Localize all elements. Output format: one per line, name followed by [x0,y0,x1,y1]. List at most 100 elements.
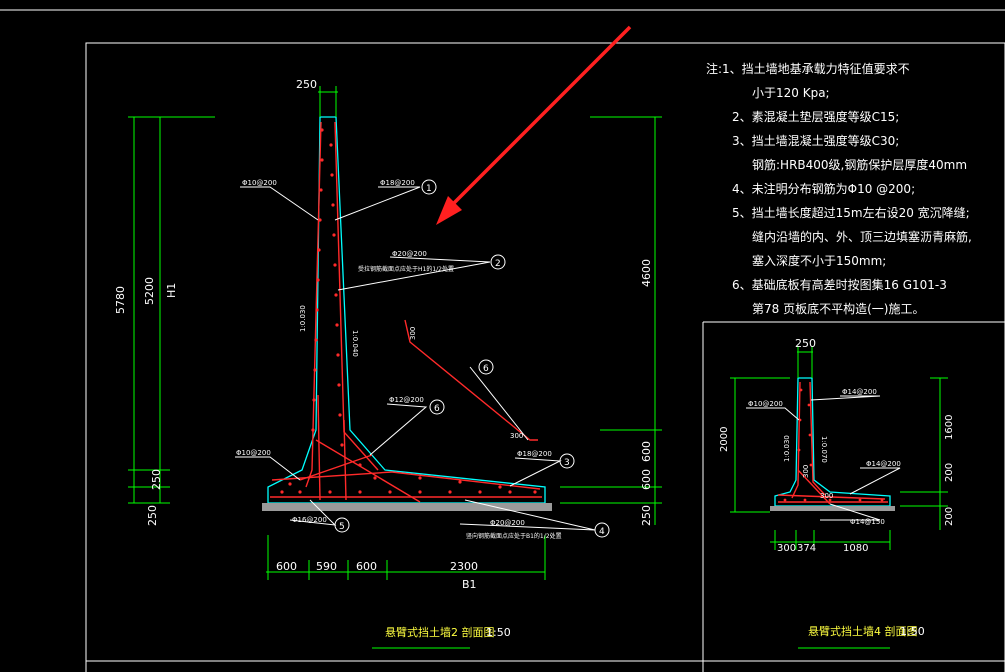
note-line-6: 4、未注明分布钢筋为Φ10 @200; [732,181,915,196]
note-line-4: 3、挡土墙混凝土强度等级C30; [732,133,899,148]
small-hook-b: 300 [820,492,833,500]
dim-bottom-left-text: 250 [146,505,159,526]
hook-b-text: 300 [510,432,523,440]
leader-3 [509,457,562,487]
dim-top-width: 250 [296,78,317,91]
svg-text:5: 5 [339,522,345,532]
note-line-9: 塞入深度不小于150mm; [752,253,886,268]
small-dim-right-bottom: 200 [944,507,955,526]
small-dim-top: 250 [795,337,816,350]
general-notes: 注:1、挡土墙地基承载力特征值要求不 小于120 Kpa; 2、素混凝土垫层强度… [706,61,972,316]
note-line-2: 小于120 Kpa; [752,86,830,100]
leader-left-base [235,456,301,481]
dim-right-upper-text: 4600 [640,259,653,287]
rebar-label-4-note: 竖向钢筋截面点应处于B1的1/2处置 [466,532,562,540]
callout-2: 2 [490,254,506,270]
callout-6: 6 [429,399,445,415]
note-line-3: 2、素混凝土垫层强度等级C15; [732,109,899,124]
dim-width-2: 590 [316,560,337,573]
rebar-haunch-b [299,454,373,481]
small-rebar-b: Φ14@200 [842,388,877,396]
svg-text:1: 1 [426,184,432,194]
small-hook-a: 300 [802,465,810,478]
dim-right-lower-text: 600 [640,441,653,462]
callout-6b: 6 [478,359,494,375]
callout-4: 4 [594,522,610,538]
left-drawing-title: 悬臂式挡土墙2 剖面图 [385,625,495,639]
rebar-label-2-note: 受拉钢筋截面点应处于H1的1/2处置 [358,265,454,273]
note-line-11: 第78 页板底不平构造(一)施工。 [752,301,924,316]
rebar-label-1: Φ18@200 [380,179,415,187]
callout-1: 1 [421,179,437,195]
note-line-7: 5、挡土墙长度超过15m左右设20 宽沉降缝; [732,205,970,220]
red-arrow-annotation [436,25,632,225]
small-wall-outline [774,377,891,507]
dim-width-4: 2300 [450,560,478,573]
callout-3: 3 [559,453,575,469]
rebar-stem-right [334,121,379,471]
dim-base-left-text: 250 [150,469,163,490]
callout-5: 5 [334,517,350,533]
right-drawing-scale: 1:50 [900,625,925,638]
svg-text:6: 6 [483,364,489,374]
dim-h1-label: H1 [165,283,178,298]
drawing-frame [85,42,1005,672]
rebar-label-2: Φ20@200 [392,250,427,258]
slope-a-text: 1:0.030 [299,305,307,332]
small-rebar-c: Φ14@200 [866,460,901,468]
dim-h1-text: 5200 [143,277,156,305]
small-rebar-d: Φ14@150 [850,518,885,526]
right-drawing-title: 悬臂式挡土墙4 剖面图 [808,624,918,638]
note-line-1: 注:1、挡土墙地基承载力特征值要求不 [706,61,910,76]
small-dim-right-mid: 200 [944,463,955,482]
cushion-layer [262,503,552,511]
rebar-label-4: Φ20@200 [490,519,525,527]
leader-1 [334,186,421,221]
slope-b-text: 1:0.040 [351,330,359,357]
rebar-haunch-a [315,439,421,503]
dim-total-height-text: 5780 [114,286,127,314]
small-rebar-a: Φ10@200 [748,400,783,408]
rebar-label-3: Φ18@200 [517,450,552,458]
leader-left-upper [240,186,319,221]
small-dim-left-height: 2000 [719,427,730,452]
note-line-5: 钢筋:HRB400级,钢筋保护层厚度40mm [752,157,967,172]
rebar-base-top-right [391,471,541,490]
small-dim-width-2: 374 [797,543,816,554]
svg-text:3: 3 [564,458,570,468]
rebar-vertical-b [343,419,347,501]
rebar-label-6: Φ12@200 [389,396,424,404]
rebar-stem-left [305,121,322,488]
note-line-10: 6、基础底板有高差时按图集16 G101-3 [732,277,947,292]
leader-2 [337,256,491,291]
dim-width-1: 600 [276,560,297,573]
small-dim-right-upper: 1600 [944,415,955,440]
wall-outline [267,116,546,504]
leader-6 [369,403,428,456]
dim-right-base-text: 600 [640,469,653,490]
hook-bar-6 [404,319,538,441]
small-slope-a: 1:0.030 [783,435,791,462]
svg-text:6: 6 [434,404,440,414]
rebar-label-left-upper: Φ10@200 [242,179,277,187]
rebar-label-5: Φ16@200 [292,516,327,524]
hook-a-text: 300 [409,327,417,340]
svg-text:4: 4 [599,527,605,537]
small-dim-width-3: 1080 [843,543,868,554]
right-section-drawing: 250 2000 1600 200 200 300 374 1080 1:0.0… [719,337,955,649]
small-slope-b: 1:0.070 [820,436,828,463]
dim-right-bottom-text: 250 [640,505,653,526]
rebar-vertical-a [317,394,321,501]
note-line-8: 缝内沿墙的内、外、顶三边填塞沥青麻筋, [752,229,972,244]
svg-text:2: 2 [495,259,501,269]
rebar-label-left-base: Φ10@200 [236,449,271,457]
left-section-drawing: 250 5780 5200 H1 250 250 4600 600 600 25… [114,78,662,649]
left-drawing-scale: 1:50 [486,626,511,639]
leader-6b [469,366,529,441]
rebar-dots [280,128,537,494]
small-dim-width-1: 300 [777,543,796,554]
small-cushion [770,506,895,511]
dim-width-3: 600 [356,560,377,573]
dim-b1-label: B1 [462,578,477,591]
